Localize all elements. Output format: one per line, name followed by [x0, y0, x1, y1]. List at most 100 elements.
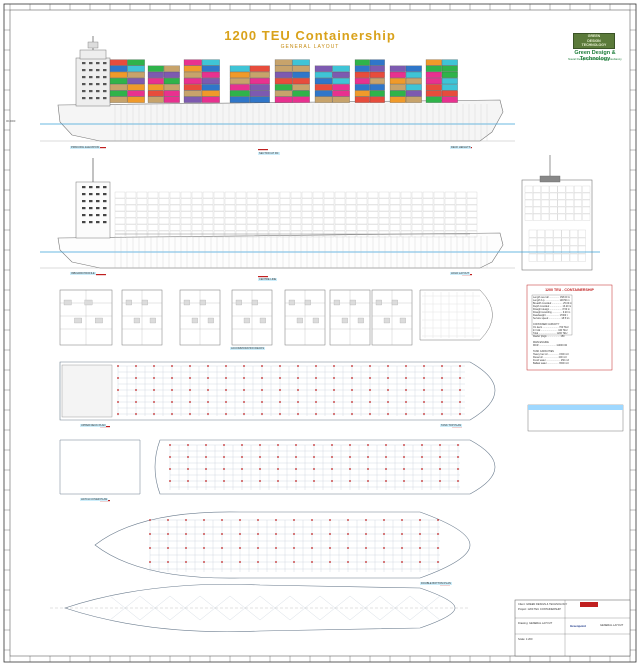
window	[96, 186, 100, 189]
container-outline	[279, 204, 291, 212]
container-outline	[191, 224, 203, 231]
lashing-point	[189, 377, 191, 379]
window	[82, 62, 86, 65]
label-profile-1-left: PRINCIPAL ELEVATION	[70, 146, 101, 149]
reference-mark	[258, 149, 268, 151]
lashing-point	[153, 401, 155, 403]
title-block-company: Greenpoint	[570, 624, 587, 628]
container-outline	[213, 191, 225, 199]
lashing-point	[311, 547, 313, 549]
section-hold-container	[569, 245, 578, 254]
window	[103, 193, 107, 196]
container-outline	[312, 204, 324, 212]
lashing-point	[365, 519, 367, 521]
superstructure-windows-2	[82, 186, 107, 224]
container-box	[292, 65, 310, 72]
lashing-point	[459, 413, 461, 415]
lashing-point	[331, 468, 333, 470]
container-outline	[136, 204, 148, 212]
container-outline	[202, 198, 214, 205]
window	[96, 221, 100, 224]
container-outline	[114, 224, 126, 231]
lashing-point	[347, 561, 349, 563]
drawing-subtitle: GENERAL LAYOUT	[280, 44, 340, 50]
lashing-point	[369, 365, 371, 367]
lashing-point	[117, 401, 119, 403]
lashing-point	[333, 365, 335, 367]
container-outline	[378, 191, 390, 199]
container-outline	[224, 224, 236, 231]
particulars-line: Diesel oil ...................... 200 m3	[533, 356, 567, 359]
lashing-point	[297, 365, 299, 367]
label-accommodation: ACCOMMODATION DECKS	[230, 347, 266, 350]
lashing-point	[243, 365, 245, 367]
container-outline	[312, 198, 324, 205]
lashing-point	[169, 468, 171, 470]
label-profile-2-left: INBOARD PROFILE	[70, 272, 96, 275]
container-outline	[191, 217, 203, 225]
section-container	[582, 213, 591, 221]
lashing-point	[405, 377, 407, 379]
lashing-point	[241, 456, 243, 458]
section-container	[541, 185, 550, 193]
section-container	[565, 199, 574, 207]
window	[96, 90, 100, 93]
container-box	[229, 96, 250, 103]
lashing-point	[401, 561, 403, 563]
brand-logo: GREEN DESIGN TECHNOLOGY	[573, 33, 615, 49]
lashing-point	[171, 413, 173, 415]
label-profile-1-right: DECK HEIGHTS	[450, 146, 472, 149]
lashing-point	[153, 377, 155, 379]
container-box	[183, 65, 202, 72]
container-outline	[301, 198, 313, 205]
window	[82, 69, 86, 72]
lashing-point	[387, 365, 389, 367]
container-outline	[345, 224, 357, 231]
lashing-point	[185, 519, 187, 521]
section-hold-container	[537, 237, 545, 246]
window	[82, 214, 86, 217]
container-box	[354, 65, 370, 72]
lashing-point	[333, 401, 335, 403]
lashing-point	[367, 480, 369, 482]
lashing-point	[383, 519, 385, 521]
section-container	[541, 213, 550, 221]
deck-plan-4	[50, 583, 470, 633]
container-outline	[268, 204, 280, 212]
container-outline	[191, 211, 203, 218]
container-box	[163, 96, 180, 103]
title-block-red-stamp	[580, 602, 598, 607]
container-box	[201, 59, 220, 66]
lashing-point	[459, 389, 461, 391]
container-outline	[180, 211, 192, 218]
container-box	[354, 96, 370, 103]
container-outline	[411, 217, 423, 225]
container-outline	[334, 211, 346, 218]
section-container	[524, 185, 533, 193]
lashing-point	[257, 547, 259, 549]
lashing-point	[333, 413, 335, 415]
lashing-point	[171, 377, 173, 379]
container-box	[354, 59, 370, 66]
lashing-point	[387, 413, 389, 415]
cabin-fixture	[357, 317, 364, 324]
container-box	[249, 96, 270, 103]
container-box	[109, 96, 128, 103]
lashing-point	[275, 561, 277, 563]
container-box	[425, 84, 442, 91]
window	[96, 83, 100, 86]
container-outline	[158, 204, 170, 212]
section-hold-container	[528, 229, 537, 238]
section-container	[533, 199, 541, 207]
container-outline	[455, 191, 467, 199]
lashing-point	[351, 377, 353, 379]
lashing-point	[259, 480, 261, 482]
lashing-point	[387, 377, 389, 379]
container-box	[183, 84, 202, 91]
lashing-point	[421, 480, 423, 482]
lashing-point	[329, 561, 331, 563]
brand-name: Green Design & Technology	[574, 50, 616, 62]
container-box	[441, 59, 458, 66]
container-outline	[367, 211, 379, 218]
container-outline	[202, 217, 214, 225]
